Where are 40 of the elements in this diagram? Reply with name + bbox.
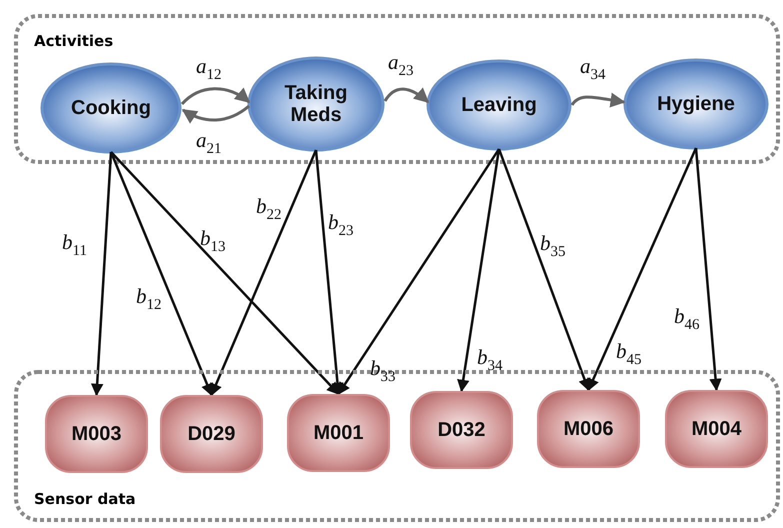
arrow [180, 87, 250, 106]
arrow [90, 152, 112, 396]
edge-label: b$_{35}$ [540, 233, 566, 260]
arrow [457, 148, 500, 392]
edge-label: a$_{34}$ [580, 56, 606, 83]
activity-ellipse: Hygiene [623, 58, 769, 150]
sensor-box: D032 [410, 391, 513, 469]
arrow [570, 92, 626, 108]
edge-label: b$_{12}$ [136, 286, 162, 313]
arrow [587, 148, 698, 392]
dotted-group-frame [14, 14, 780, 164]
edge-label: b$_{34}$ [477, 347, 502, 374]
arrow [694, 148, 722, 392]
sensor-box: M001 [287, 394, 390, 472]
activity-ellipse: Taking Meds [247, 56, 385, 152]
group-title: Activities [34, 32, 114, 50]
group-title: Sensor data [34, 490, 136, 508]
edge-label: a$_{23}$ [388, 52, 414, 79]
edge-label: a$_{21}$ [196, 130, 222, 157]
edge-label: b$_{13}$ [200, 228, 226, 255]
sensor-box: M004 [665, 390, 768, 468]
arrow [182, 104, 250, 124]
edge-label: b$_{45}$ [616, 341, 642, 368]
arrow [498, 148, 590, 392]
arrow [337, 148, 500, 396]
edge-label: b$_{46}$ [674, 306, 700, 333]
arrow [384, 88, 430, 104]
sensor-box: D029 [160, 395, 263, 473]
edge-label: b$_{22}$ [256, 196, 282, 223]
activity-ellipse: Cooking [40, 62, 182, 154]
sensor-box: M006 [537, 390, 640, 468]
edge-label: b$_{11}$ [62, 232, 87, 259]
activity-ellipse: Leaving [426, 59, 572, 151]
arrow [210, 150, 318, 396]
arrow [110, 151, 340, 395]
arrow [110, 152, 213, 396]
sensor-box: M003 [45, 395, 148, 473]
edge-label: a$_{12}$ [196, 56, 222, 83]
edge-label: b$_{33}$ [370, 358, 396, 385]
edge-label: b$_{23}$ [328, 212, 354, 239]
